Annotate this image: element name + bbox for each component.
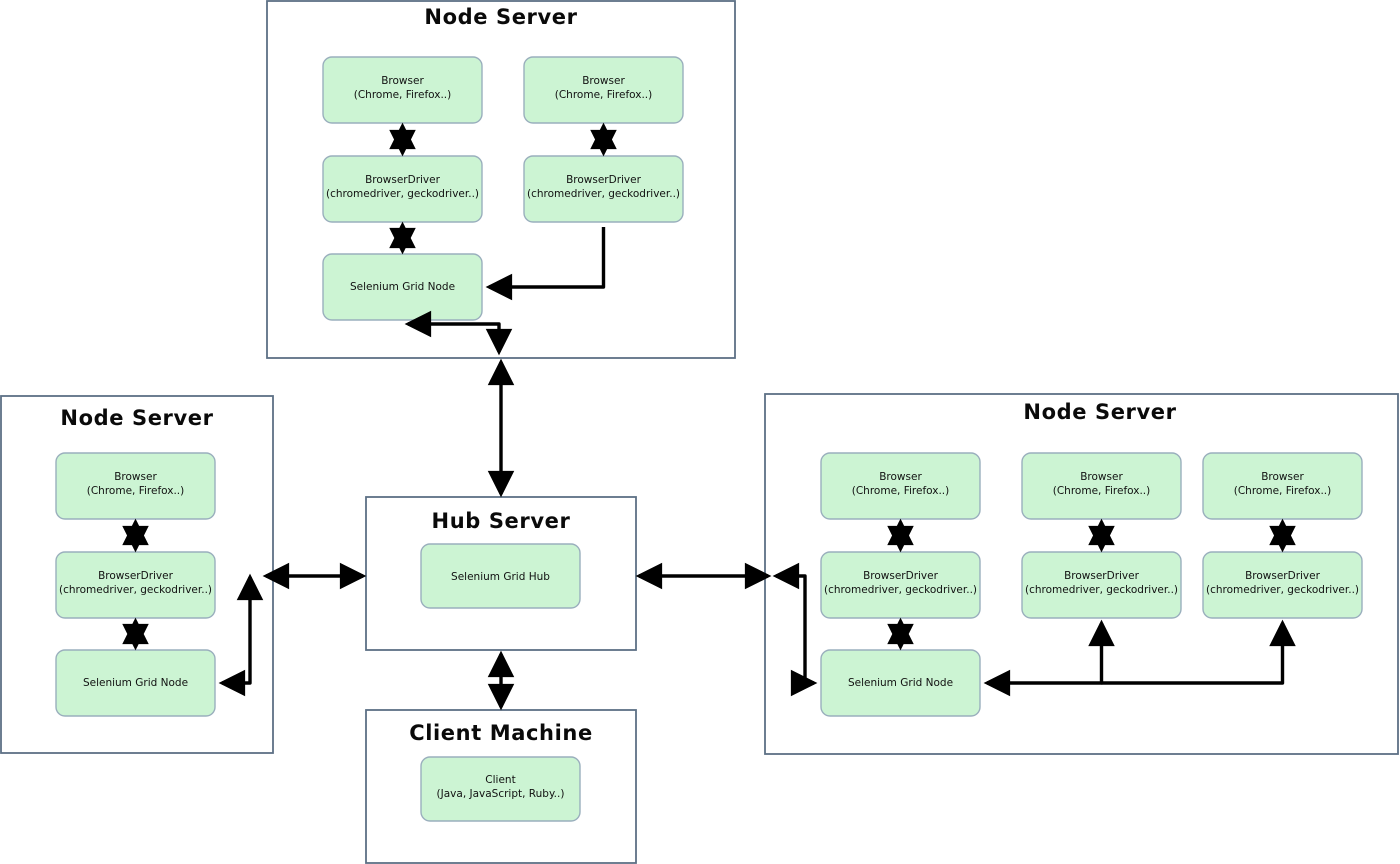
selenium-grid-hub-box[interactable]: [420, 543, 581, 609]
top-browserdriver-1-label-line2: (chromedriver, geckodriver..): [326, 188, 479, 200]
left-browserdriver-1-label-line1: BrowserDriver: [98, 570, 174, 582]
connector-left-node-elbow: [218, 573, 264, 697]
top-browser-1-label-line1: Browser: [381, 75, 424, 87]
client-label-line2: (Java, JavaScript, Ruby..): [437, 788, 565, 800]
connector-right-node-elbow: [772, 562, 818, 697]
client-label-line1: Client: [485, 774, 515, 786]
right-browserdriver-2-label-line1: BrowserDriver: [1064, 570, 1140, 582]
top-browser-2-label-line1: Browser: [582, 75, 625, 87]
left-browser-1-label-line1: Browser: [114, 471, 157, 483]
right-browser-3-label-line1: Browser: [1261, 471, 1304, 483]
connector-right-driver3-gridnode: [1101, 619, 1296, 685]
right-browser-1-label-line2: (Chrome, Firefox..): [852, 485, 949, 497]
right-browserdriver-1-label-line2: (chromedriver, geckodriver..): [824, 584, 977, 596]
client-box[interactable]: [420, 756, 581, 822]
right-browserdriver-3-label-line1: BrowserDriver: [1245, 570, 1321, 582]
right-browserdriver-1-label-line1: BrowserDriver: [863, 570, 939, 582]
top-browserdriver-1-label-line1: BrowserDriver: [365, 174, 441, 186]
connector-top-driver2-gridnode: [485, 227, 606, 301]
right-browser-2-label-line1: Browser: [1080, 471, 1123, 483]
left-node-server-title: Node Server: [60, 406, 213, 430]
top-browser-1-label-line2: (Chrome, Firefox..): [354, 89, 451, 101]
top-browserdriver-2-label-line1: BrowserDriver: [566, 174, 642, 186]
left-browser-1-label-line2: (Chrome, Firefox..): [87, 485, 184, 497]
hub-server-title: Hub Server: [432, 509, 571, 533]
top-browserdriver-2-label-line2: (chromedriver, geckodriver..): [527, 188, 680, 200]
client-machine-title: Client Machine: [409, 721, 593, 745]
right-browser-3-label-line2: (Chrome, Firefox..): [1234, 485, 1331, 497]
connector-top-gridnode-elbow-down: [404, 310, 513, 356]
right-browser-1-label-line1: Browser: [879, 471, 922, 483]
left-browserdriver-1-label-line2: (chromedriver, geckodriver..): [59, 584, 212, 596]
top-selenium-grid-node-label: Selenium Grid Node: [350, 281, 455, 293]
top-node-server-title: Node Server: [424, 5, 577, 29]
selenium-grid-hub-label: Selenium Grid Hub: [451, 571, 550, 583]
right-selenium-grid-node-label: Selenium Grid Node: [848, 677, 953, 689]
right-browser-2-label-line2: (Chrome, Firefox..): [1053, 485, 1150, 497]
right-browserdriver-2-label-line2: (chromedriver, geckodriver..): [1025, 584, 1178, 596]
top-browser-2-label-line2: (Chrome, Firefox..): [555, 89, 652, 101]
left-selenium-grid-node-label: Selenium Grid Node: [83, 677, 188, 689]
right-node-server-title: Node Server: [1023, 400, 1176, 424]
right-browserdriver-3-label-line2: (chromedriver, geckodriver..): [1206, 584, 1359, 596]
